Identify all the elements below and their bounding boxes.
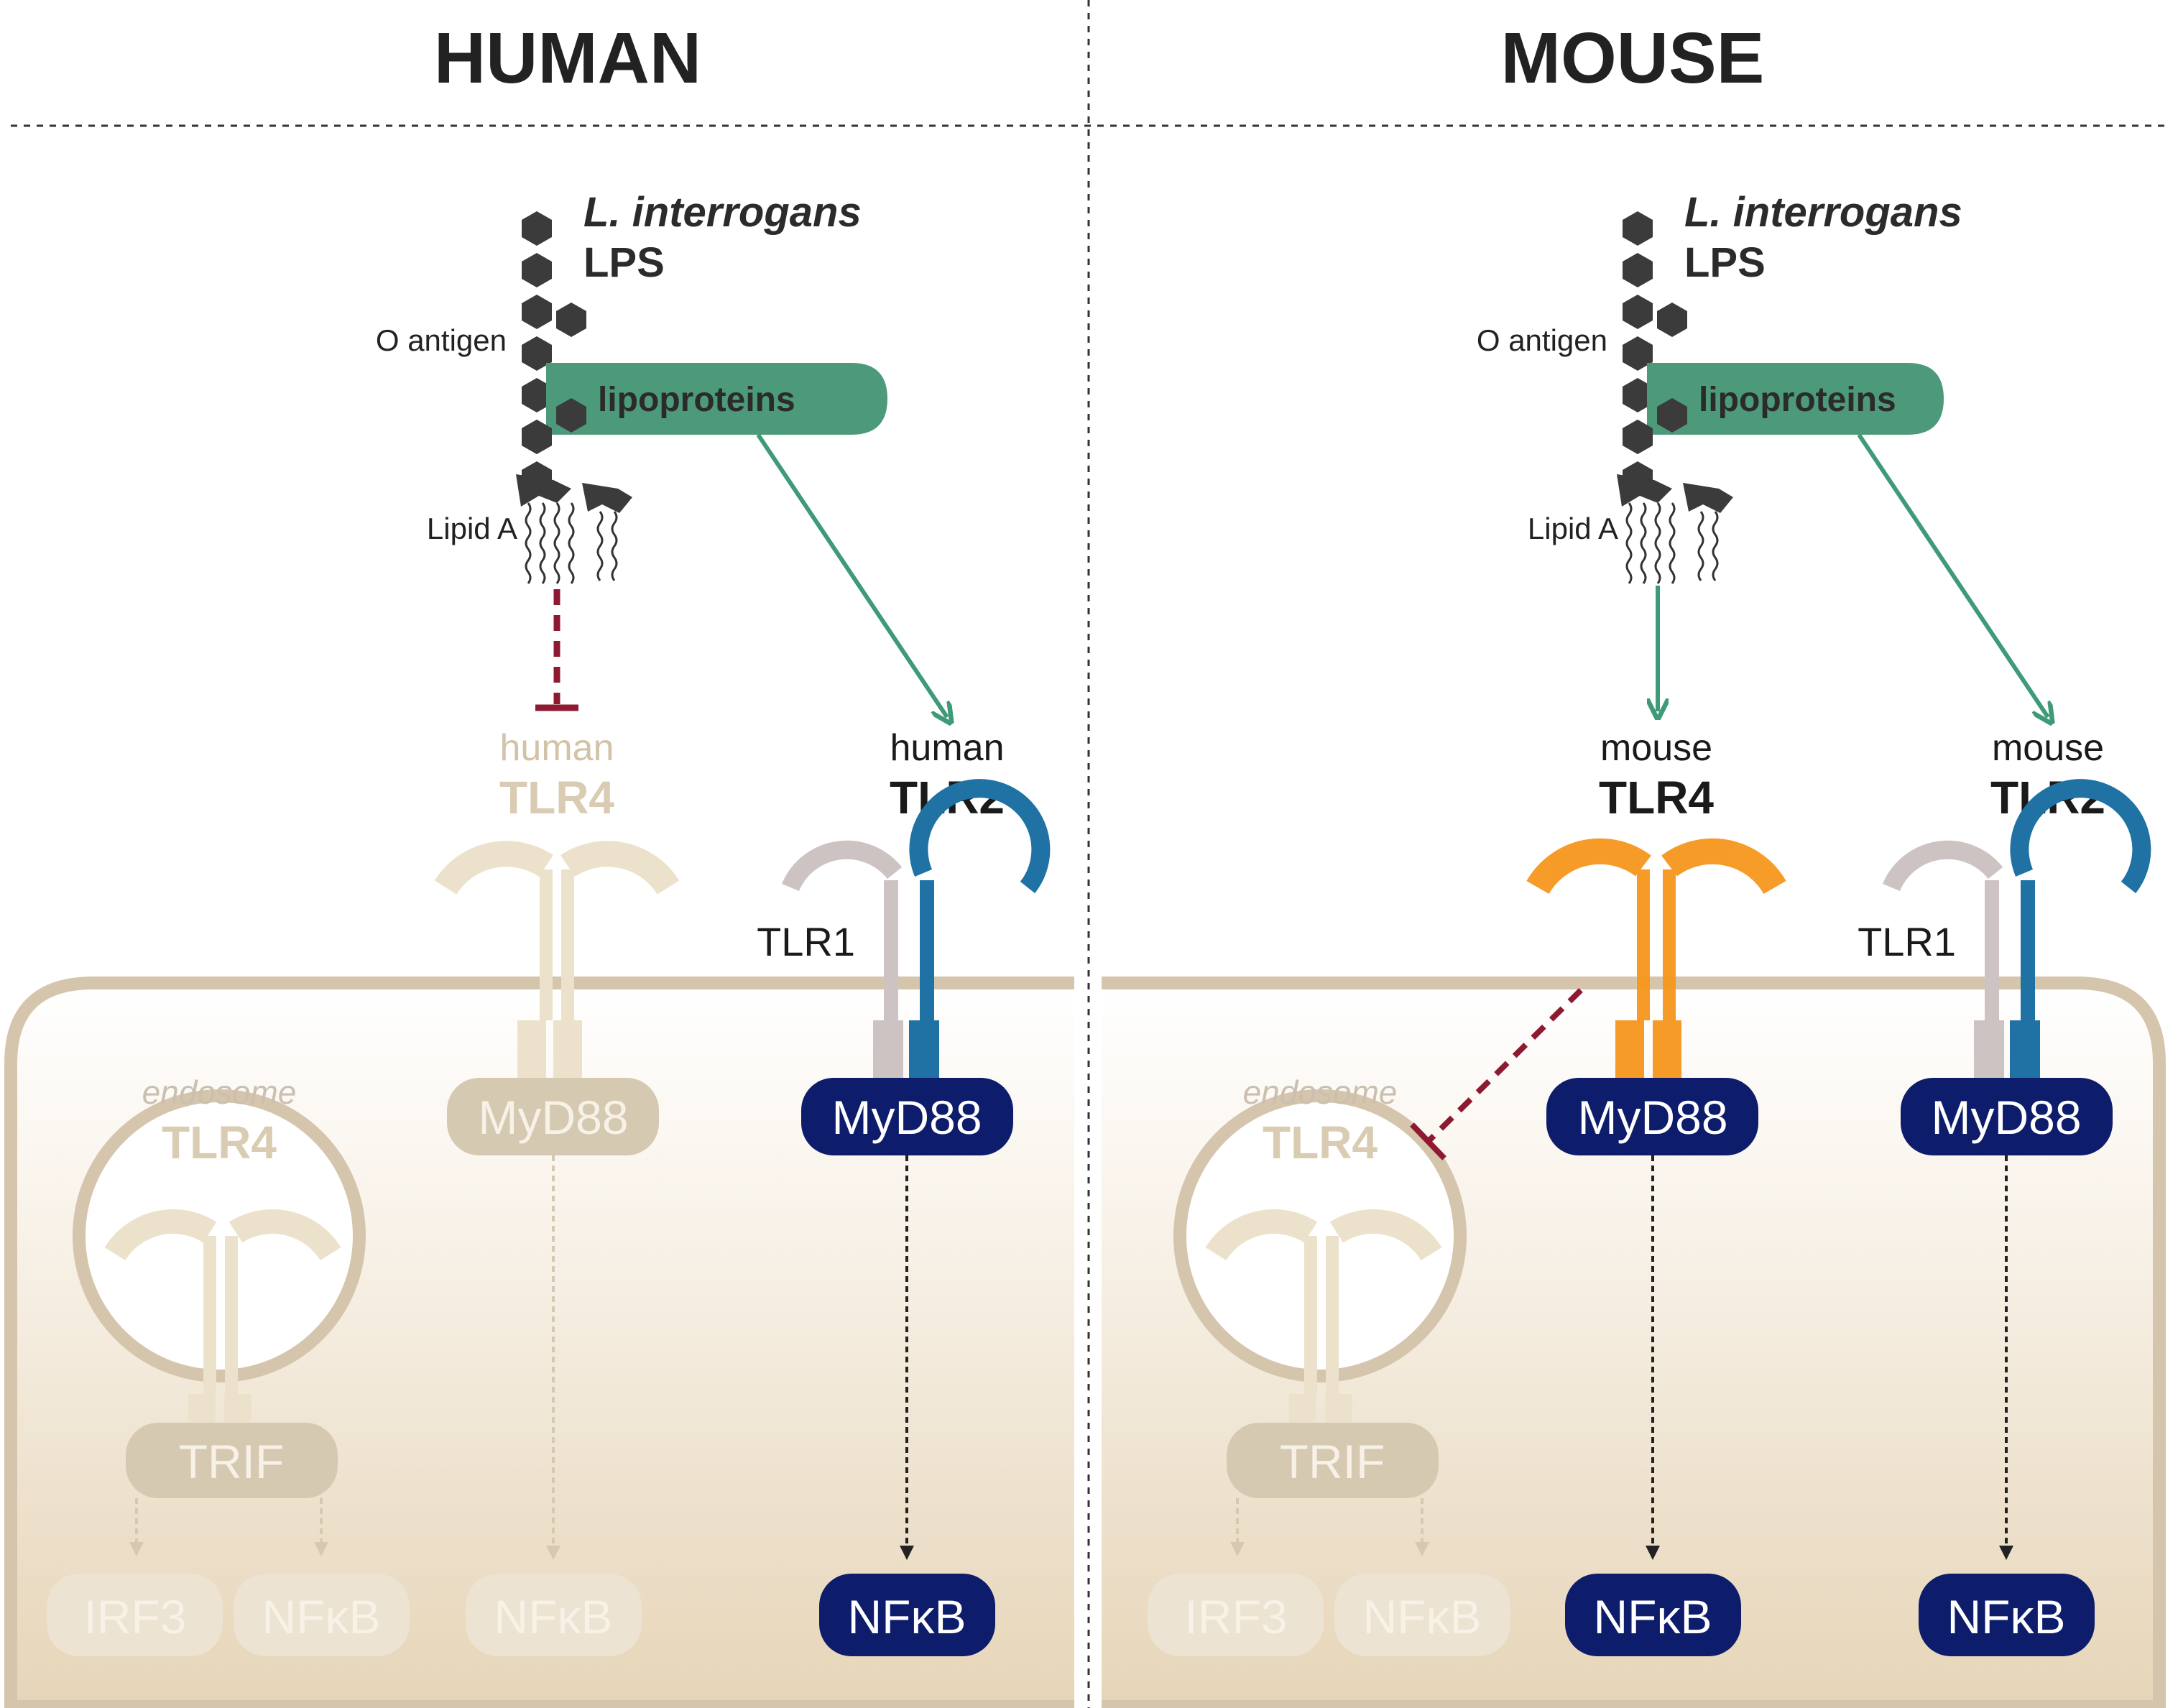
- tlr1-label: TLR1: [757, 919, 855, 964]
- lipoprotein-shape: [546, 363, 887, 435]
- panel-title: MOUSE: [1501, 18, 1765, 98]
- nfkb-trif-box: [1334, 1574, 1510, 1656]
- nfkb-tlr4-box: [1565, 1574, 1741, 1656]
- mouse-panel: MOUSE L. interrogans LPS O antige: [1102, 18, 2166, 1708]
- myd88-tlr2-label: MyD88: [1931, 1091, 2081, 1144]
- myd88-tlr2-box: [801, 1078, 1013, 1155]
- irf3-label: IRF3: [1184, 1590, 1287, 1643]
- tlr1-label: TLR1: [1858, 919, 1956, 964]
- lps-species-label: L. interrogans: [1684, 189, 1962, 236]
- human-tlr1-receptor: [782, 840, 903, 1081]
- lipid-a-label: Lipid A: [1528, 512, 1618, 545]
- myd88-tlr4-label: MyD88: [478, 1091, 628, 1144]
- tlr2-species-label: human: [890, 727, 1005, 769]
- lps-label: LPS: [1684, 239, 1766, 286]
- nfkb-tlr4-label: NFκB: [494, 1590, 613, 1643]
- trif-box: [1227, 1423, 1439, 1498]
- o-antigen-label: O antigen: [376, 323, 507, 357]
- lipid-a-chains: [525, 502, 618, 584]
- tlr4-inhibits-endosome: [1410, 988, 1583, 1160]
- endosome-tlr4-label: TLR4: [162, 1117, 277, 1168]
- myd88-tlr4-label: MyD88: [1577, 1091, 1727, 1144]
- endosome-label: endosome: [142, 1074, 297, 1111]
- lps-species-label: L. interrogans: [583, 189, 862, 236]
- mouse-tlr2-receptor: [2010, 779, 2151, 1081]
- mouse-tlr4-receptor: [1526, 838, 1786, 1081]
- tlr4-label: TLR4: [1599, 772, 1714, 823]
- trif-label: TRIF: [179, 1435, 285, 1488]
- trif-label: TRIF: [1280, 1435, 1385, 1488]
- lipoprotein-activates-tlr2: [756, 433, 947, 717]
- myd88-tlr4-box: [1546, 1078, 1758, 1155]
- tlr4-species-label: human: [500, 727, 614, 769]
- irf3-label: IRF3: [83, 1590, 186, 1643]
- endosome: [1173, 1089, 1467, 1382]
- myd88-tlr4-box: [447, 1078, 659, 1155]
- nfkb-trif-label: NFκB: [262, 1590, 381, 1643]
- lipoprotein-activates-tlr2: [1857, 433, 2048, 717]
- lipid-a-chains: [1625, 502, 1719, 584]
- nfkb-tlr2-box: [1919, 1574, 2095, 1656]
- nfkb-tlr4-box: [466, 1574, 642, 1656]
- o-antigen-label: O antigen: [1477, 323, 1607, 357]
- human-tlr4-receptor: [434, 841, 680, 1081]
- lipid-a-label: Lipid A: [427, 512, 517, 545]
- panel-title: HUMAN: [434, 18, 701, 98]
- nfkb-trif-label: NFκB: [1363, 1590, 1482, 1643]
- tlr4-species-label: mouse: [1600, 727, 1712, 769]
- nfkb-trif-box: [234, 1574, 410, 1656]
- trif-box: [126, 1423, 338, 1498]
- lipoprotein-shape: [1647, 363, 1944, 435]
- lps-label: LPS: [583, 239, 665, 286]
- lipoproteins-label: lipoproteins: [1699, 381, 1896, 419]
- lps-inhibits-tlr4: [535, 589, 578, 711]
- nfkb-tlr2-box: [819, 1574, 995, 1656]
- tlr2-species-label: mouse: [1992, 727, 2104, 769]
- endosome-label: endosome: [1243, 1074, 1398, 1111]
- lipoproteins-label: lipoproteins: [598, 381, 795, 419]
- nfkb-tlr2-label: NFκB: [1947, 1590, 2066, 1643]
- nfkb-tlr4-label: NFκB: [1594, 1590, 1712, 1643]
- endosome: [73, 1089, 366, 1382]
- tlr4-label: TLR4: [499, 772, 614, 823]
- endosome-tlr4-label: TLR4: [1263, 1117, 1378, 1168]
- human-tlr2-receptor: [909, 779, 1051, 1081]
- human-panel: HUMAN L. interrogans: [4, 18, 1074, 1708]
- irf3-box: [1148, 1574, 1324, 1656]
- myd88-tlr2-label: MyD88: [831, 1091, 982, 1144]
- nfkb-tlr2-label: NFκB: [848, 1590, 966, 1643]
- mouse-tlr1-receptor: [1883, 840, 2004, 1081]
- myd88-tlr2-box: [1901, 1078, 2113, 1155]
- irf3-box: [47, 1574, 223, 1656]
